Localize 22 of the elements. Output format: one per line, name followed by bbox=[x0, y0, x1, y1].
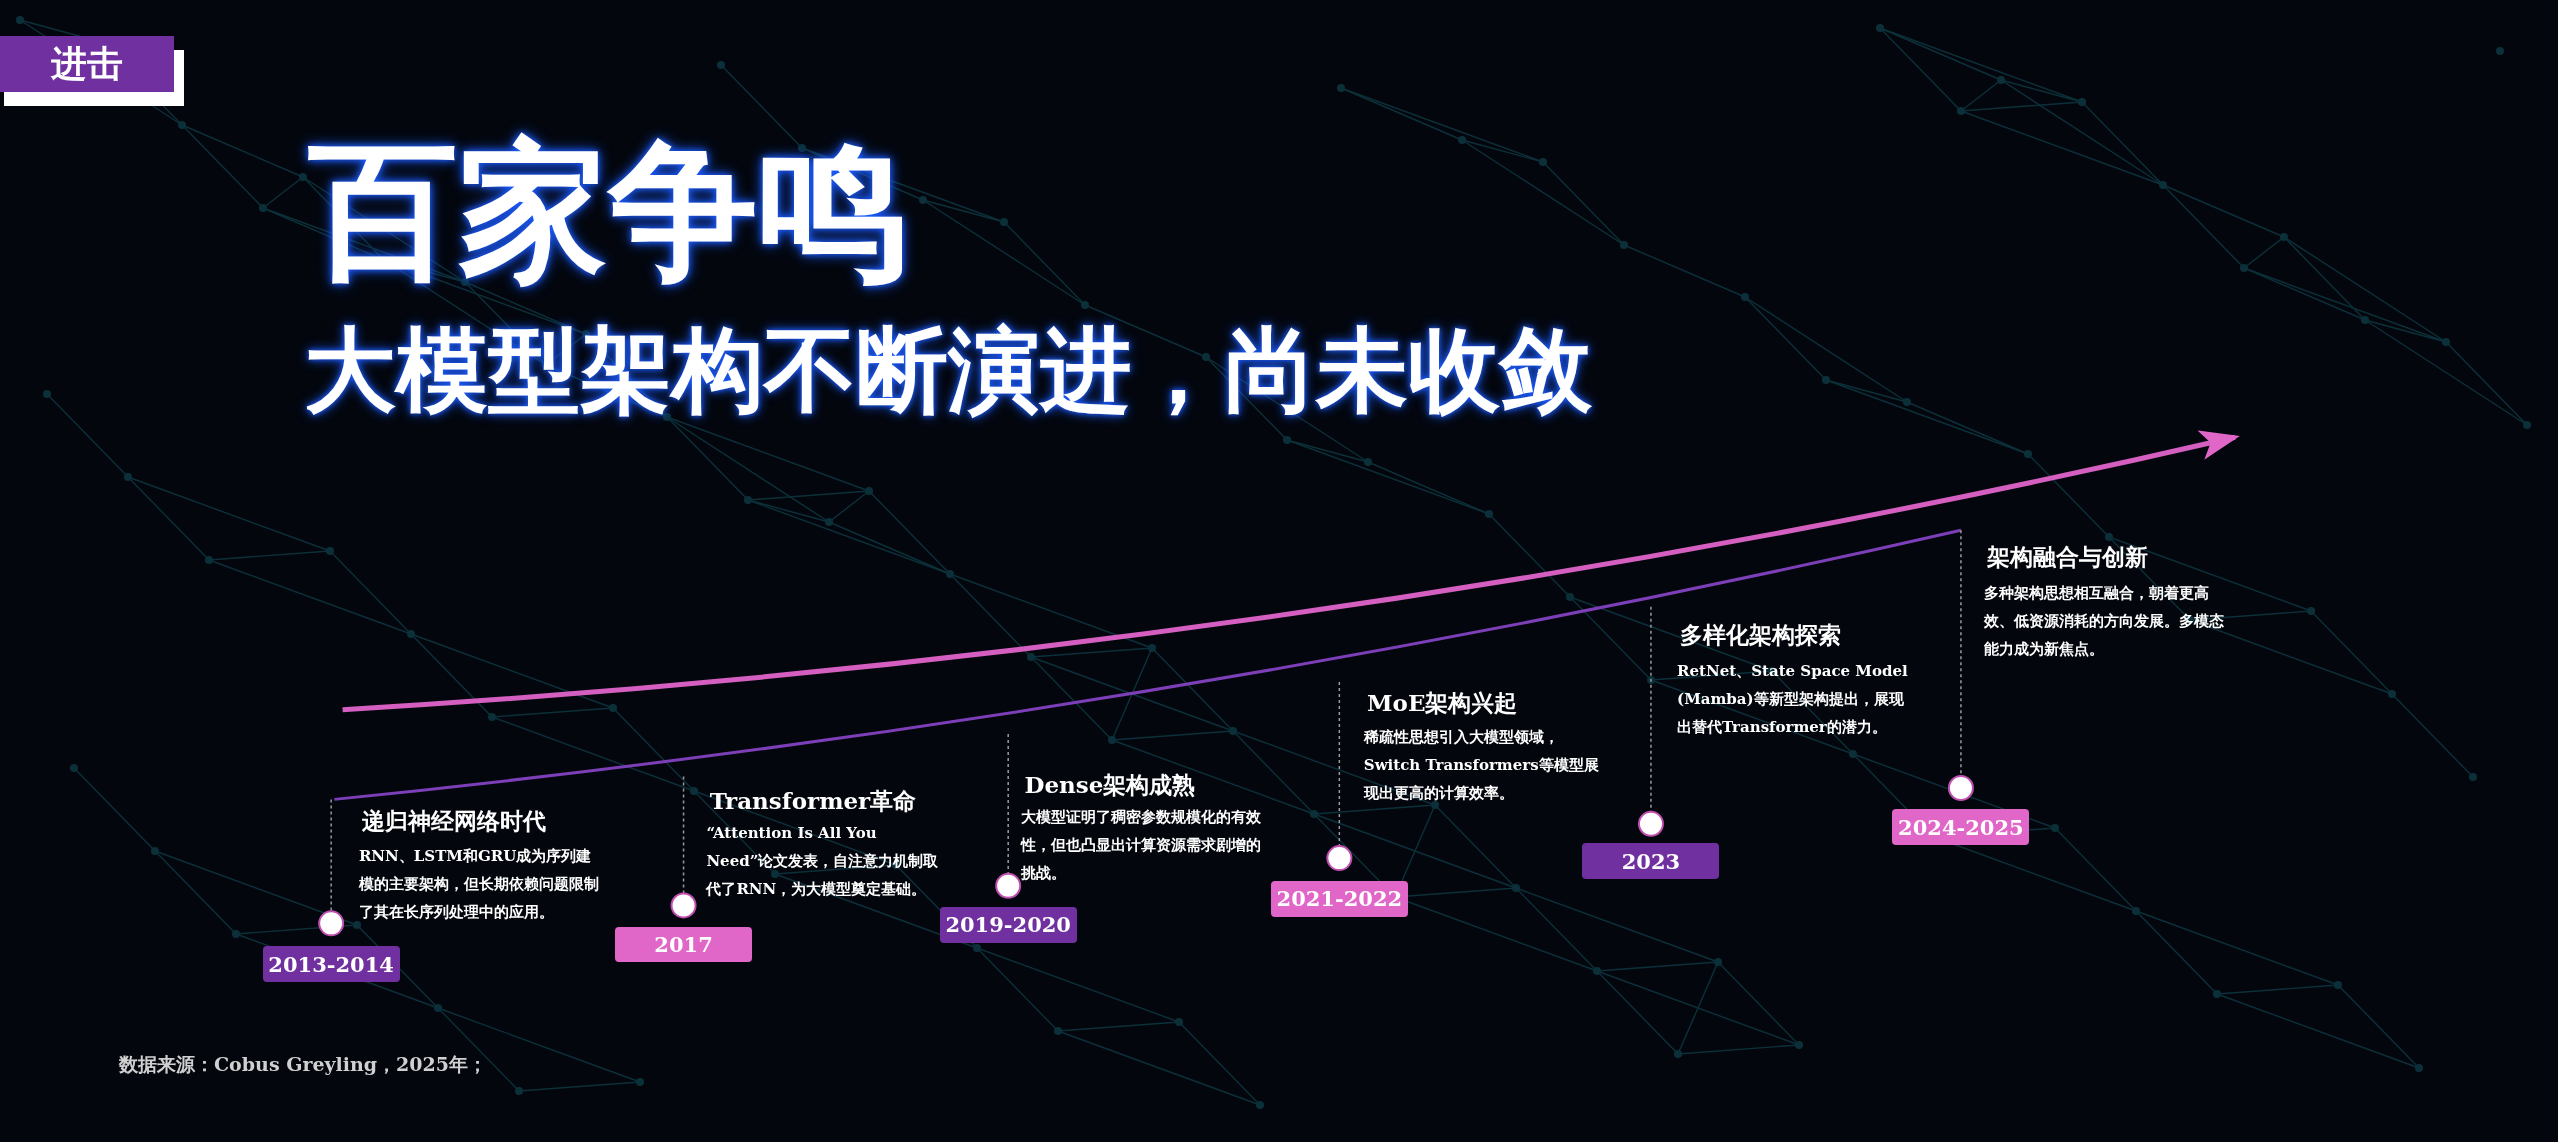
milestone-description: “Attention Is All You Need”论文发表，自注意力机制取代了RNN，为大模型奠定基础。 bbox=[706, 822, 940, 900]
milestone-description: RNN、LSTM和GRU成为序列建模的主要架构，但长期依赖问题限制了其在长序列处理中的应用。 bbox=[358, 845, 599, 923]
milestone-description: RetNet、State Space Model (Mamba)等新型架构提出，展现出替代Transformer的潜力。 bbox=[1677, 661, 1909, 739]
milestone-heading: 递归神经网络时代 bbox=[362, 805, 547, 836]
milestone-heading: 架构融合与创新 bbox=[1987, 541, 2148, 572]
section-tag: 进击 bbox=[0, 36, 174, 92]
milestone-heading: Transformer革命 bbox=[709, 786, 917, 817]
milestone-description: 稀疏性思想引入大模型领域，Switch Transformers等模型展现出更高的计算效率。 bbox=[1363, 726, 1600, 804]
year-tag: 2013-2014 bbox=[262, 946, 400, 983]
year-tag: 2017 bbox=[615, 926, 753, 963]
year-tag: 2023 bbox=[1582, 843, 1720, 880]
source-note: 数据来源：Cobus Greyling，2025年； bbox=[119, 1052, 487, 1077]
subtitle: 大模型架构不断演进，尚未收敛 bbox=[304, 318, 1592, 424]
milestone-heading: 多样化架构探索 bbox=[1680, 619, 1842, 650]
year-tag: 2024-2025 bbox=[1892, 809, 2030, 846]
milestone-description: 多种架构思想相互融合，朝着更高效、低资源消耗的方向发展。多模态能力成为新焦点。 bbox=[1983, 583, 2224, 661]
milestone-heading: Dense架构成熟 bbox=[1024, 770, 1196, 800]
year-tag: 2019-2020 bbox=[939, 907, 1077, 943]
milestone-description: 大模型证明了稠密参数规模化的有效性，但也凸显出计算资源需求剧增的挑战。 bbox=[1021, 806, 1262, 884]
year-tag: 2021-2022 bbox=[1270, 880, 1408, 917]
title: 百家争鸣 bbox=[308, 128, 908, 293]
milestone-heading: MoE架构兴起 bbox=[1367, 688, 1518, 719]
